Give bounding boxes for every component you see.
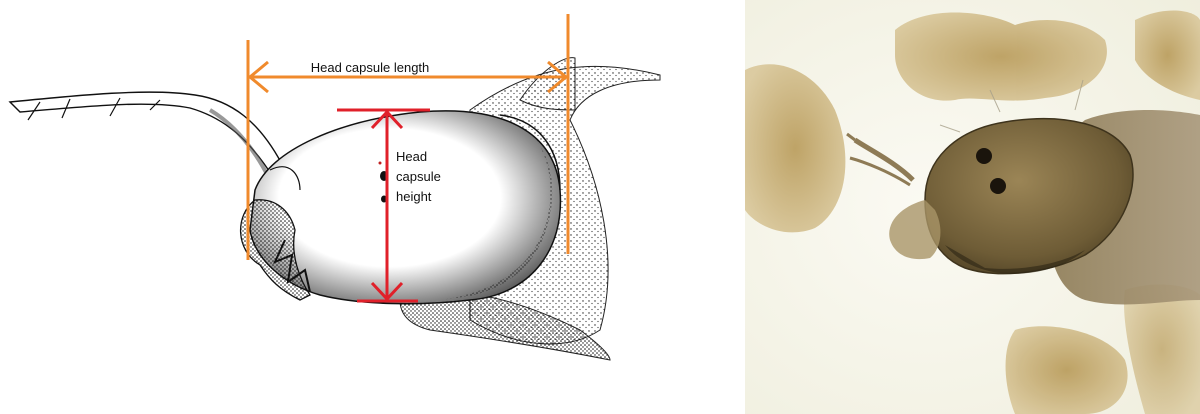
larva-eye	[990, 178, 1006, 194]
height-label-line-2: capsule	[396, 169, 441, 184]
microscope-photo	[745, 0, 1200, 414]
height-label-line-1: Head	[396, 149, 427, 164]
antenna-drawing	[10, 92, 285, 180]
height-label-line-3: height	[396, 189, 432, 204]
larva-eye	[976, 148, 992, 164]
measurement-diagram: Head capsule length Head capsule height	[0, 0, 700, 414]
length-label: Head capsule length	[311, 60, 430, 75]
photo-svg	[745, 0, 1200, 414]
head-capsule-drawing	[241, 111, 561, 304]
diagram-svg: Head capsule length Head capsule height	[0, 0, 700, 414]
